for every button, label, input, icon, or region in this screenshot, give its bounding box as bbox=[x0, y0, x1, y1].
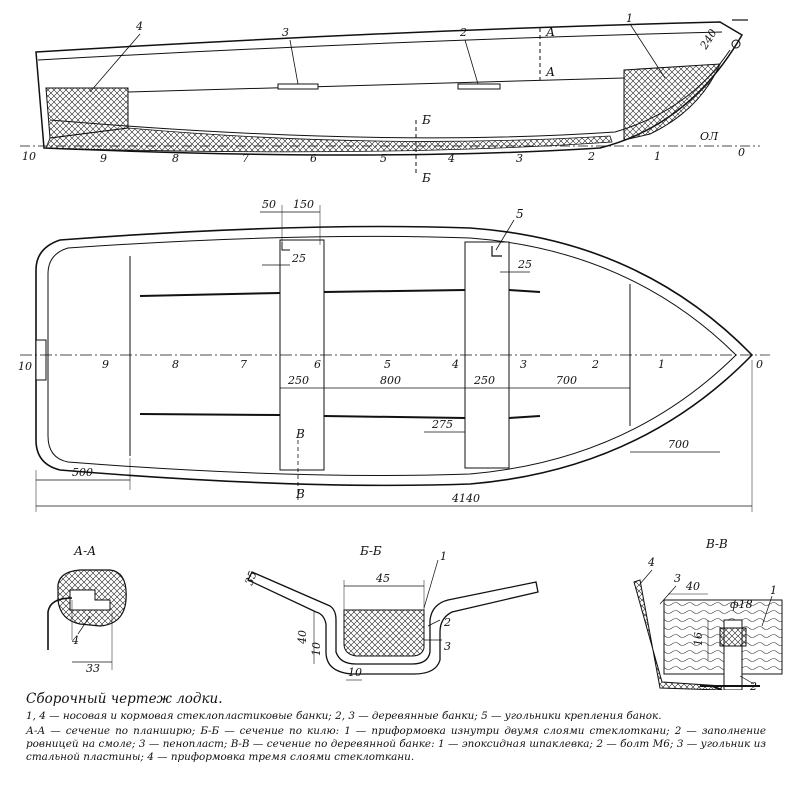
side-mark-b-top: Б bbox=[421, 113, 431, 127]
bb-dim-35: 35 bbox=[243, 569, 260, 587]
vv-callout-4: 4 bbox=[647, 556, 655, 569]
section-vv: В-В 40 ф18 16 4 3 1 2 bbox=[633, 537, 783, 690]
vv-dim-phi18: ф18 bbox=[730, 598, 753, 611]
plan-mark-v-top: В bbox=[295, 427, 305, 441]
plan-station: 2 bbox=[591, 358, 599, 371]
side-mark-a-bottom: А bbox=[545, 65, 555, 79]
side-station: 10 bbox=[22, 150, 36, 163]
vv-hull-wall bbox=[633, 579, 723, 690]
bb-hull bbox=[247, 571, 539, 675]
side-stations: 10 9 8 7 6 5 4 3 2 1 0 bbox=[22, 146, 745, 165]
dim-700a: 700 bbox=[556, 374, 577, 387]
plan-station: 10 bbox=[18, 360, 32, 373]
plan-station: 5 bbox=[384, 358, 391, 371]
side-callout-3: 3 bbox=[282, 26, 289, 39]
side-station: 8 bbox=[172, 152, 179, 165]
bb-foam bbox=[343, 609, 425, 657]
plan-station: 1 bbox=[658, 358, 665, 371]
section-aa-title: А-А bbox=[73, 544, 96, 558]
stern-bottom-fill bbox=[45, 127, 613, 153]
plan-station: 6 bbox=[314, 358, 321, 371]
dim-4140: 4140 bbox=[451, 492, 480, 505]
bow-ring bbox=[731, 39, 741, 49]
plan-callout-5: 5 bbox=[516, 207, 524, 221]
side-mark-a-top: А bbox=[545, 25, 555, 39]
plan-station: 4 bbox=[451, 358, 459, 371]
dim-25b: 25 bbox=[517, 258, 532, 271]
side-callout-4: 4 bbox=[135, 20, 143, 33]
side-waterline-label: ОЛ bbox=[700, 130, 719, 143]
plan-station: 3 bbox=[520, 358, 527, 371]
bb-callout-1: 1 bbox=[440, 550, 447, 563]
side-callout-2: 2 bbox=[459, 26, 467, 39]
section-bb: Б-Б 45 35 40 10 10 1 2 3 bbox=[243, 544, 539, 681]
dim-800: 800 bbox=[380, 374, 401, 387]
side-station: 4 bbox=[447, 152, 455, 165]
dim-275: 275 bbox=[431, 418, 453, 431]
side-station: 5 bbox=[380, 152, 387, 165]
side-station: 0 bbox=[738, 146, 745, 159]
side-thwart-2 bbox=[457, 83, 501, 90]
aa-hull-skin bbox=[47, 597, 73, 650]
section-aa: А-А 33 4 bbox=[47, 544, 127, 675]
plan-stations: 10 9 8 7 6 5 4 3 2 1 0 bbox=[18, 358, 763, 373]
plan-station: 9 bbox=[102, 358, 109, 371]
bb-dim-45: 45 bbox=[375, 572, 390, 585]
side-station: 9 bbox=[100, 152, 107, 165]
drawing-caption: Сборочный чертеж лодки. 1, 4 — носовая и… bbox=[26, 691, 766, 766]
dim-50: 50 bbox=[262, 198, 276, 211]
dim-500: 500 bbox=[72, 466, 93, 479]
plan-mark-v-bottom: В bbox=[295, 487, 305, 501]
bb-callout-2: 2 bbox=[443, 616, 451, 629]
section-bb-title: Б-Б bbox=[359, 544, 382, 558]
vv-dim-40: 40 bbox=[685, 580, 700, 593]
side-dim-240: 240 bbox=[697, 27, 720, 53]
caption-line-2: А-А — сечение по планширю; Б-Б — сечение… bbox=[26, 725, 766, 763]
vv-bracket bbox=[700, 685, 760, 690]
vv-dim-16: 16 bbox=[692, 632, 705, 646]
side-view: 4 3 2 1 А А Б Б 240 ОЛ 10 9 8 7 6 5 4 3 … bbox=[20, 12, 760, 185]
plan-view: 5 50 150 25 25 250 800 250 700 275 700 5… bbox=[18, 198, 770, 512]
side-gunwale bbox=[37, 31, 723, 61]
bow-seat bbox=[623, 63, 721, 141]
side-mark-b-bottom: Б bbox=[421, 171, 431, 185]
plan-station: 0 bbox=[756, 358, 763, 371]
plan-station: 7 bbox=[240, 358, 247, 371]
bb-dim-40: 40 bbox=[296, 630, 309, 645]
bb-dim-10a: 10 bbox=[310, 642, 323, 656]
side-callout-1: 1 bbox=[626, 12, 633, 25]
plan-station: 8 bbox=[172, 358, 179, 371]
side-seat-line bbox=[127, 77, 625, 93]
caption-line-1: 1, 4 — носовая и кормовая стеклопластико… bbox=[26, 710, 662, 722]
side-station: 3 bbox=[516, 152, 523, 165]
plan-hull-outer bbox=[35, 225, 754, 487]
bb-callout-3: 3 bbox=[444, 640, 451, 653]
dim-25a: 25 bbox=[291, 252, 306, 265]
vv-callout-2: 2 bbox=[749, 680, 757, 690]
vv-callout-1: 1 bbox=[770, 584, 777, 597]
dim-150: 150 bbox=[293, 198, 314, 211]
side-station: 7 bbox=[242, 152, 249, 165]
section-vv-title: В-В bbox=[705, 537, 728, 551]
vv-callout-3: 3 bbox=[674, 572, 681, 585]
side-thwart-3 bbox=[277, 83, 319, 90]
boat-assembly-drawing: 4 3 2 1 А А Б Б 240 ОЛ 10 9 8 7 6 5 4 3 … bbox=[18, 12, 783, 690]
side-station: 2 bbox=[587, 150, 595, 163]
aa-callout-4: 4 bbox=[71, 634, 79, 647]
side-station: 1 bbox=[654, 150, 661, 163]
bb-dim-10b: 10 bbox=[348, 666, 362, 679]
dim-700b: 700 bbox=[668, 438, 689, 451]
dim-250b: 250 bbox=[473, 374, 495, 387]
transom bbox=[35, 339, 47, 381]
plan-hull-inner bbox=[47, 235, 737, 476]
aa-dim-33: 33 bbox=[86, 662, 100, 675]
side-station: 6 bbox=[310, 152, 317, 165]
caption-title: Сборочный чертеж лодки. bbox=[26, 691, 223, 707]
dim-250a: 250 bbox=[287, 374, 309, 387]
